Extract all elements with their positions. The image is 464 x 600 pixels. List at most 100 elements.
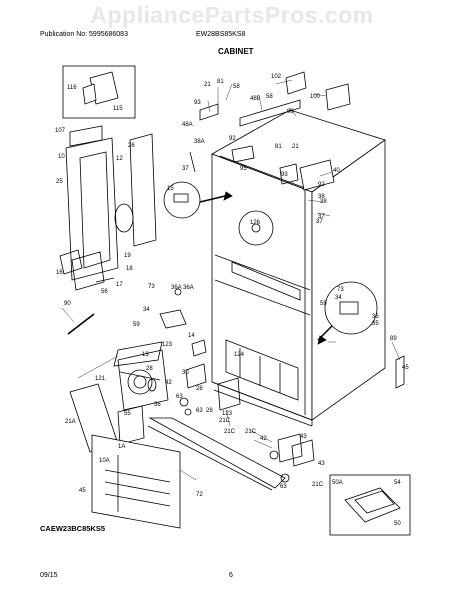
callout: 36A	[183, 285, 194, 291]
callout: 40	[333, 168, 340, 174]
callout: 55	[124, 411, 131, 417]
callout: 38	[318, 194, 325, 200]
model-variant-label: CAEW23BC85KS5	[40, 524, 106, 533]
callout: 107	[55, 128, 66, 134]
callout: 126	[250, 220, 261, 226]
detail-box-50	[329, 474, 411, 536]
callout: 26	[128, 143, 135, 149]
callout: 42	[165, 380, 172, 386]
callout: 58	[233, 84, 240, 90]
callout: 36	[372, 314, 379, 320]
cabinet-body	[211, 109, 386, 427]
callout: 30	[182, 370, 189, 376]
callout: 21	[204, 82, 211, 88]
callout: 50	[394, 521, 401, 527]
callout: 50A	[332, 480, 343, 486]
callout: 42	[260, 436, 267, 442]
callout: 123	[162, 342, 173, 348]
callout: 45	[79, 488, 86, 494]
callout: 116	[67, 85, 77, 91]
callout: 13	[142, 352, 149, 358]
callout: 12	[116, 156, 123, 162]
vent-grid	[104, 469, 171, 507]
callout: 37	[316, 219, 323, 225]
callout: 10	[58, 154, 65, 160]
callout: 21	[292, 144, 299, 150]
callout: 63	[176, 394, 183, 400]
callout: 59	[133, 322, 140, 328]
callout: 21C	[245, 429, 257, 435]
callout: 38A	[194, 139, 205, 145]
callout: 36A	[171, 285, 182, 291]
callout: 34	[143, 307, 150, 313]
callout: 16	[56, 270, 63, 276]
callout: 19	[124, 253, 131, 259]
callout: 93	[281, 172, 288, 178]
callout: 54	[394, 480, 401, 486]
callout: 89	[390, 336, 397, 342]
callout: 21C	[312, 482, 324, 488]
callout: 28	[206, 408, 213, 414]
callout: 1A	[118, 444, 125, 450]
callout: 21A	[65, 419, 76, 425]
detail-circle-126	[238, 210, 274, 246]
callout: 17	[116, 282, 123, 288]
callout: 56	[101, 289, 108, 295]
callout: 58	[266, 94, 273, 100]
callout: 124	[234, 352, 245, 358]
leader-lines	[61, 79, 401, 481]
callout: 15	[167, 186, 174, 192]
detail-circle-15	[163, 181, 201, 219]
callout: 35	[372, 321, 379, 327]
callout: 93	[194, 100, 201, 106]
callout: 28	[196, 386, 203, 392]
page-number: 6	[229, 572, 233, 579]
callout: 37	[318, 214, 325, 220]
callout: 43	[318, 461, 325, 467]
callout: 43	[300, 434, 307, 440]
ice-maker-assembly	[59, 125, 157, 291]
callout: 72	[196, 492, 203, 498]
callout: 92	[229, 136, 236, 142]
callout: 28	[146, 366, 153, 372]
callout: 92	[318, 182, 325, 188]
callout: 81	[275, 144, 282, 150]
callout: 100	[310, 94, 321, 100]
section-title: CABINET	[218, 47, 254, 56]
dispenser-assembly	[69, 349, 286, 529]
callout: 81	[217, 79, 224, 85]
callout: 34	[335, 295, 342, 301]
callout: 115	[113, 106, 123, 112]
callout: 10A	[99, 458, 110, 464]
callout: 95	[240, 166, 247, 172]
callout: 45	[402, 365, 409, 371]
model-number: EW28BS85KS8	[196, 31, 246, 38]
callout: 21C	[224, 429, 236, 435]
callout: 73	[337, 287, 344, 293]
callout: 98	[287, 109, 294, 115]
callout: 59	[320, 301, 327, 307]
callout: 25	[56, 179, 63, 185]
callout-numbers: 116 115 102 100 81 58 21 93 48B 58 98 48…	[55, 74, 409, 527]
callout: 48B	[250, 96, 261, 102]
callout: 38	[320, 199, 327, 205]
watermark: AppliancePartsPros.com	[90, 2, 374, 28]
footer-date: 09/15	[40, 572, 58, 579]
callout: 48A	[182, 122, 193, 128]
callout: 102	[271, 74, 282, 80]
publication-number: Publication No: 5995686083	[40, 31, 128, 38]
callout: 18	[126, 266, 133, 272]
callout: 73	[148, 284, 155, 290]
callout: 121	[95, 376, 106, 382]
callout: 63	[280, 484, 287, 490]
detail-box-115	[62, 65, 136, 119]
detail-circle-59	[324, 281, 378, 335]
callout: 63	[196, 408, 203, 414]
callout: 37	[182, 166, 189, 172]
callout: 90	[64, 301, 71, 307]
callout: 14	[188, 333, 195, 339]
callout: 123	[222, 411, 233, 417]
callout: 21C	[219, 418, 231, 424]
callout: 36	[154, 402, 161, 408]
